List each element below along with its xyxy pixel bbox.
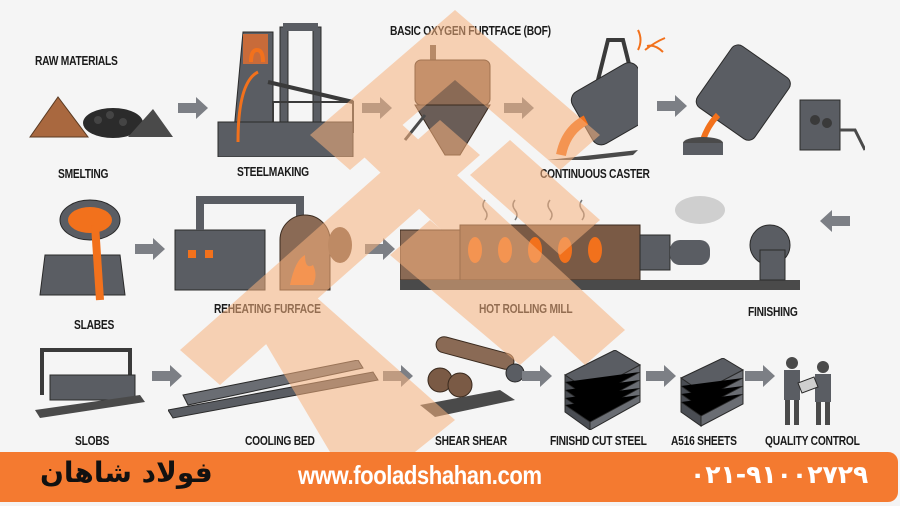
shear-rollers-icon bbox=[420, 336, 525, 417]
flow-arrow-icon bbox=[745, 365, 775, 387]
label-cooling-bed: COOLING BED bbox=[245, 434, 315, 448]
label-quality-control: QUALITY CONTROL bbox=[765, 434, 860, 448]
raw-materials-piles-icon bbox=[29, 96, 173, 138]
label-finishing: FINISHING bbox=[748, 305, 798, 319]
finished-cut-steel-stack-icon bbox=[564, 350, 642, 430]
flow-arrow-icon bbox=[362, 97, 392, 119]
phone-number[interactable]: ۰۲۱-۹۱۰۰۲۷۲۹ bbox=[690, 460, 869, 489]
label-continuous-caster: CONTINUOUS CASTER bbox=[540, 167, 650, 181]
flow-arrow-icon bbox=[657, 95, 687, 117]
caster-machine-icon bbox=[799, 99, 865, 151]
website-link[interactable]: www.fooladshahan.com bbox=[298, 460, 542, 490]
flow-arrow-icon bbox=[135, 238, 165, 260]
flow-arrow-icon bbox=[365, 238, 395, 260]
ladle-mold-icon bbox=[683, 44, 791, 155]
label-hot-rolling-mill: HOT ROLLING MILL bbox=[479, 302, 573, 316]
label-bof: BASIC OXYGEN FURTFACE (BOF) bbox=[390, 24, 551, 38]
steelmaking-furnace-icon bbox=[217, 23, 354, 157]
reheating-furnace-icon bbox=[174, 196, 352, 291]
ladle-pouring-icon bbox=[548, 38, 638, 160]
slobs-machine-icon bbox=[35, 348, 145, 418]
heat-waves-icon bbox=[637, 29, 666, 53]
brand-name: فولاد شاهان bbox=[40, 456, 213, 489]
a516-sheets-stack-icon bbox=[680, 358, 745, 427]
label-slobs: SLOBS bbox=[75, 434, 110, 448]
process-diagram: RAW MATERIALS SMELTING STEELMAKING BASIC… bbox=[29, 10, 865, 452]
label-steelmaking: STEELMAKING bbox=[237, 165, 309, 179]
label-finished-cut-steel: FINISHD CUT STEEL bbox=[550, 434, 647, 448]
flow-arrow-icon bbox=[646, 365, 676, 387]
flow-arrow-icon bbox=[522, 365, 552, 387]
ladle-slabes-icon bbox=[39, 199, 126, 301]
bof-vessel-icon bbox=[403, 45, 491, 156]
label-a516-sheets: A516 SHEETS bbox=[671, 434, 737, 448]
label-smelting: SMELTING bbox=[58, 167, 109, 181]
label-shear-shear: SHEAR SHEAR bbox=[435, 434, 507, 448]
footer-bar: فولاد شاهان www.fooladshahan.com ۰۲۱-۹۱۰… bbox=[0, 452, 898, 502]
flow-arrow-icon bbox=[178, 97, 208, 119]
hot-rolling-mill-icon bbox=[400, 196, 800, 290]
cooling-bed-icon bbox=[168, 360, 379, 419]
flow-arrow-left-icon bbox=[820, 210, 850, 232]
label-raw-materials: RAW MATERIALS bbox=[35, 54, 118, 68]
flow-arrow-icon bbox=[383, 365, 413, 387]
flow-arrow-icon bbox=[152, 365, 182, 387]
quality-control-workers-icon bbox=[784, 357, 831, 425]
label-reheating-furface: REHEATING FURFACE bbox=[214, 302, 321, 316]
label-slabes: SLABES bbox=[74, 318, 115, 332]
